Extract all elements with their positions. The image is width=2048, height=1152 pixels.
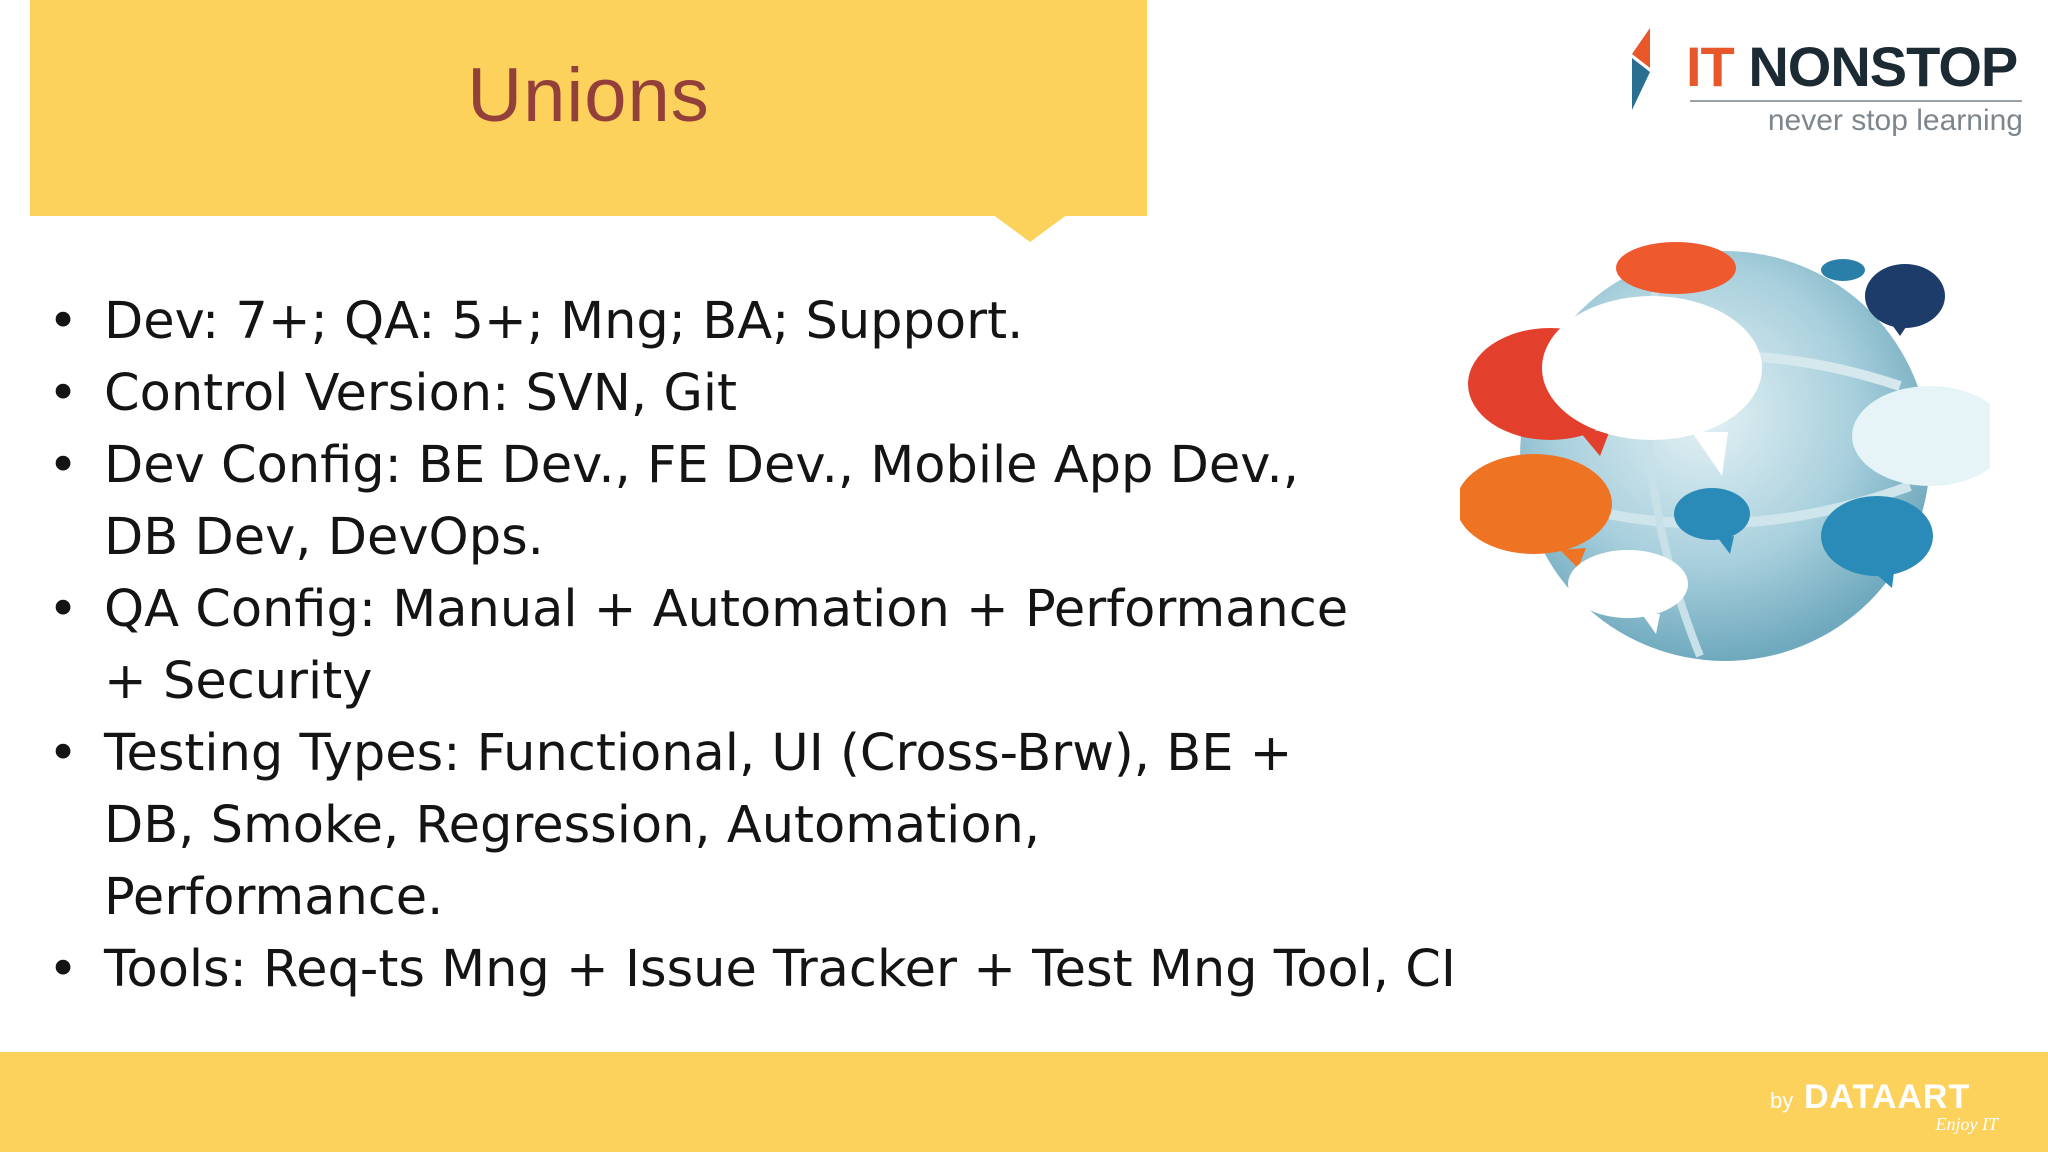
footer-by: by xyxy=(1770,1088,1794,1113)
bullet-icon: • xyxy=(48,364,79,423)
bullet-item: • Tools: Req-ts Mng + Issue Tracker + Tes… xyxy=(48,934,1504,1006)
bullet-item: • Control Version: SVN, Git xyxy=(48,358,1448,430)
bullet-item: • Dev Config: BE Dev., FE Dev., Mobile Ap… xyxy=(48,430,1344,574)
logo-nonstop: NONSTOP xyxy=(1733,35,2018,98)
bullet-item: • QA Config: Manual + Automation + Perfor… xyxy=(48,574,1394,718)
bullet-item: • Dev: 7+; QA: 5+; Mng; BA; Support. xyxy=(48,286,1448,358)
title-banner: Unions xyxy=(30,0,1147,216)
bullet-icon: • xyxy=(48,940,79,999)
bullet-text: Dev Config: BE Dev., FE Dev., Mobile App… xyxy=(104,436,1299,567)
bullet-icon: • xyxy=(48,292,79,351)
bullet-list: • Dev: 7+; QA: 5+; Mng; BA; Support. • Con… xyxy=(48,286,1456,1006)
bullet-icon: • xyxy=(48,436,79,495)
bullet-icon: • xyxy=(48,724,79,783)
logo-name: IT NONSTOP xyxy=(1686,34,2018,99)
logo-tagline: never stop learning xyxy=(1767,104,2023,137)
footer-brand-name: DATAART xyxy=(1804,1078,1971,1116)
logo-mark-icon xyxy=(1632,28,1650,110)
it-nonstop-logo: IT NONSTOP never stop learning xyxy=(1628,28,2023,143)
footer-bar: by DATAART Enjoy IT xyxy=(0,1052,2048,1152)
bullet-item: • Testing Types: Functional, UI (Cross-Br… xyxy=(48,718,1394,934)
slide-title: Unions xyxy=(467,53,710,138)
footer-slogan: Enjoy IT xyxy=(1935,1114,1999,1134)
bullet-text: Testing Types: Functional, UI (Cross-Brw… xyxy=(104,724,1293,927)
bullet-text: Dev: 7+; QA: 5+; Mng; BA; Support. xyxy=(104,292,1024,351)
logo-it: IT xyxy=(1686,35,1735,98)
bullet-text: Control Version: SVN, Git xyxy=(104,364,738,423)
bullet-icon: • xyxy=(48,580,79,639)
dataart-logo: by DATAART Enjoy IT xyxy=(1770,1078,2020,1138)
title-banner-notch xyxy=(992,214,1068,242)
speech-bubbles-globe-icon xyxy=(1460,242,1990,661)
bullet-text: Tools: Req-ts Mng + Issue Tracker + Test… xyxy=(104,940,1456,999)
logo-divider xyxy=(1690,100,2022,102)
bullet-text: QA Config: Manual + Automation + Perform… xyxy=(104,580,1349,711)
